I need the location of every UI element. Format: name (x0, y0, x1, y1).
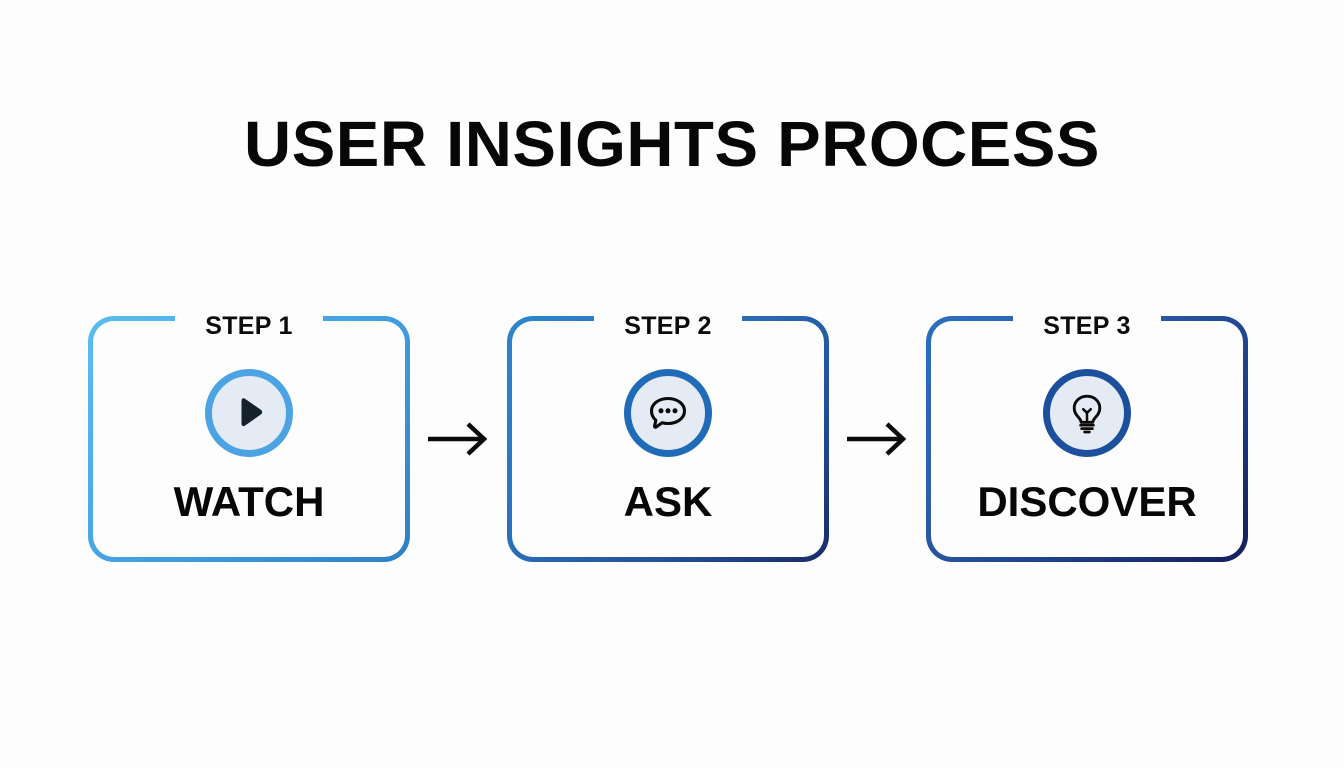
play-icon-badge[interactable] (205, 369, 293, 457)
page-title: USER INSIGHTS PROCESS (244, 108, 1100, 180)
lightbulb-icon-badge[interactable] (1043, 369, 1131, 457)
step-card-1-label: WATCH (173, 478, 325, 525)
step-card-2[interactable]: STEP 2 ASK (507, 312, 829, 562)
step-card-1[interactable]: STEP 1 WATCH (88, 312, 410, 562)
step-card-2-label: ASK (623, 478, 713, 525)
arrow-right-icon (426, 418, 492, 460)
process-steps-row: STEP 1 WATCH (88, 312, 1248, 564)
step-card-2-border-notch (594, 312, 742, 326)
arrow-right-icon (845, 418, 911, 460)
step-card-1-content: WATCH (88, 316, 410, 562)
step-card-3-eyebrow: STEP 3 (1043, 312, 1131, 340)
step-card-3[interactable]: STEP 3 DISCOV (926, 312, 1248, 562)
speech-bubble-icon (646, 391, 690, 435)
step-card-2-eyebrow: STEP 2 (624, 312, 712, 340)
step-card-1-eyebrow: STEP 1 (205, 312, 293, 340)
step-card-2-content: ASK (507, 316, 829, 562)
step-card-3-border-notch (1013, 312, 1161, 326)
step-card-3-content: DISCOVER (926, 316, 1248, 562)
step-card-3-label: DISCOVER (977, 478, 1197, 525)
lightbulb-icon (1066, 391, 1108, 435)
step-card-1-border-notch (175, 312, 323, 326)
connector-1 (419, 316, 499, 562)
speech-bubble-icon-badge[interactable] (624, 369, 712, 457)
connector-2 (838, 316, 918, 562)
play-icon (228, 392, 270, 434)
